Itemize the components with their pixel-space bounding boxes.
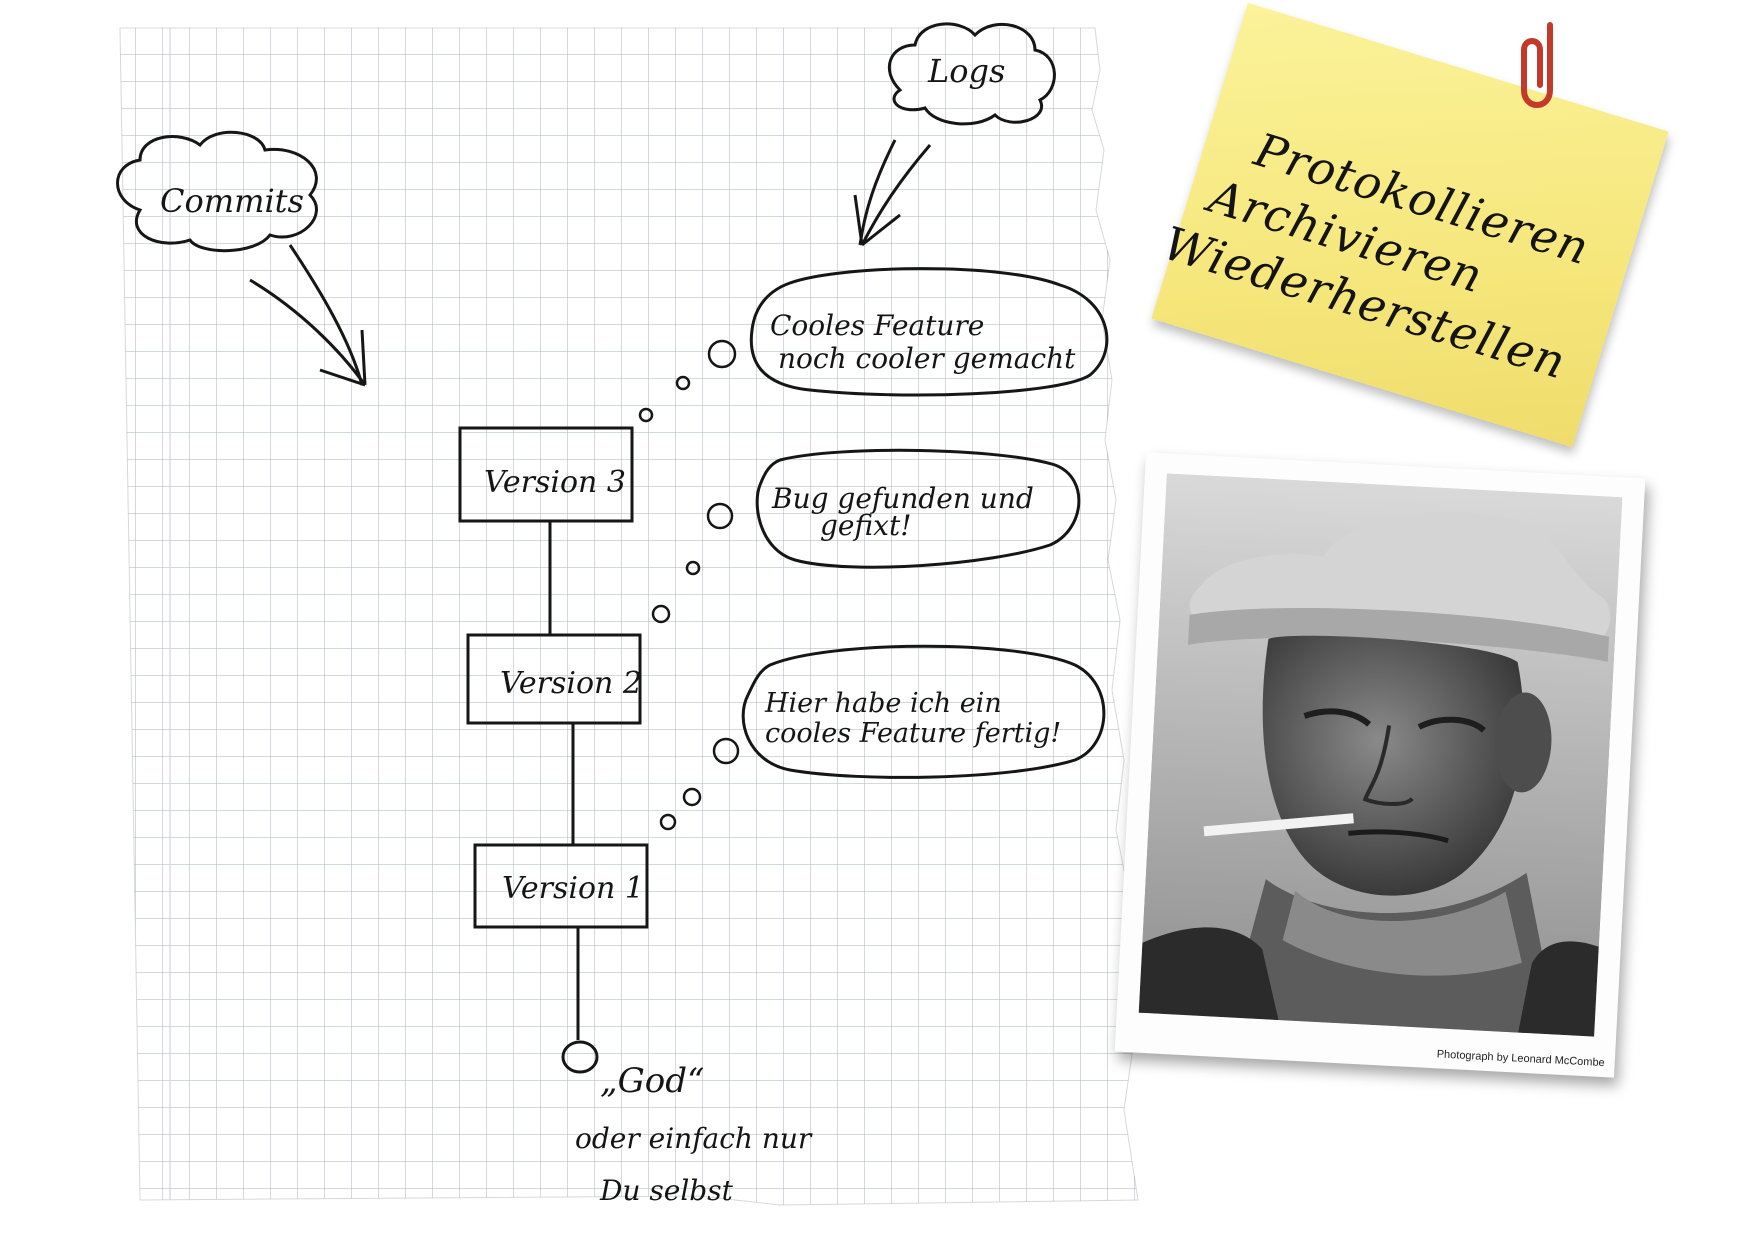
thought-bubble-3: Hier habe ich ein cooles Feature fertig!: [659, 644, 1106, 831]
version-2-node: Version 2: [466, 633, 642, 725]
version-1-node: Version 1: [473, 843, 649, 929]
commits-arrow: [249, 244, 367, 387]
logs-cloud: Logs: [887, 22, 1056, 126]
origin-line-3: Du selbst: [599, 1174, 734, 1207]
commits-cloud: Commits: [116, 130, 318, 253]
sticky-note: Protokollieren Archivieren Wiederherstel…: [1150, 2, 1670, 448]
thought-2-line-1: Bug gefunden und: [771, 482, 1034, 515]
thought-2-line-2: gefixt!: [820, 509, 911, 542]
photo-frame: Photograph by Leonard McCombe: [1114, 452, 1646, 1078]
version-3-node: Version 3: [458, 426, 634, 523]
commits-label: Commits: [160, 182, 304, 220]
thought-bubble-2: Bug gefunden und gefixt!: [651, 448, 1081, 624]
paperclip-icon: [1521, 22, 1553, 108]
origin-line-2: oder einfach nur: [575, 1122, 813, 1155]
photo-credit: Photograph by Leonard McCombe: [1436, 1048, 1606, 1070]
version-connectors: [548, 521, 580, 1040]
thought-1-line-2: noch cooler gemacht: [778, 342, 1076, 375]
origin-line-1: „God“: [600, 1061, 704, 1101]
thought-1-line-1: Cooles Feature: [770, 309, 984, 342]
thought-3-line-2: cooles Feature fertig!: [765, 718, 1061, 749]
version-2-label: Version 2: [500, 666, 642, 701]
logs-arrow: [853, 139, 932, 247]
thought-bubble-1: Cooles Feature noch cooler gemacht: [638, 267, 1109, 423]
version-1-label: Version 1: [502, 871, 644, 906]
cowboy-portrait-image: [1138, 473, 1623, 1037]
version-3-label: Version 3: [484, 465, 626, 500]
thought-3-line-1: Hier habe ich ein: [764, 688, 1002, 719]
logs-label: Logs: [927, 52, 1005, 90]
origin-text: „God“ oder einfach nur Du selbst: [575, 1061, 813, 1207]
origin-node: [561, 1040, 599, 1074]
cowboy-photo: [1138, 473, 1623, 1037]
